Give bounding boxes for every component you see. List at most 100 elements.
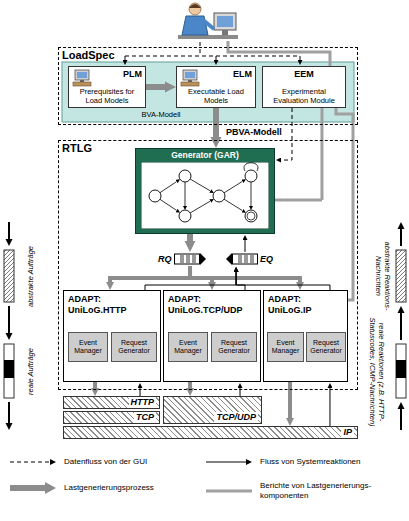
down-arrow: [8, 402, 10, 423]
icon-keyboard: [181, 82, 199, 86]
component-box: Event Manager: [267, 332, 304, 362]
reaction-arrow: [145, 272, 236, 290]
user-head: [189, 3, 201, 15]
transition-arrow: [224, 181, 242, 193]
load-flow-arrow: [288, 382, 292, 418]
user-illustration: [178, 3, 238, 39]
icon-monitor: [75, 70, 89, 80]
side-annotation: abstrakte Reaktions-Nachrichten: [374, 233, 392, 319]
monitor-stand: [222, 30, 228, 35]
box-text: LoadSpec: [62, 49, 115, 62]
box-text: Experimental Evaluation Module: [266, 87, 342, 105]
load-flow-arrow: [190, 266, 300, 282]
transition-arrow: [190, 201, 210, 213]
legend-arrowhead: [246, 459, 252, 465]
box-title: PLM: [72, 69, 142, 80]
queue-body: [174, 254, 199, 264]
box-title: EEM: [266, 69, 342, 80]
tool-box: EEM Experimental Evaluation Module: [262, 66, 346, 108]
load-flow-arrow: [93, 382, 97, 388]
real-message-symbol: [4, 344, 14, 398]
legend-text: Datenfluss von der GUI: [64, 457, 194, 467]
transition-arrow: [160, 182, 177, 193]
component-box: Request Generator: [306, 332, 346, 362]
legend-sample: [204, 484, 254, 498]
transition-arrow: [160, 199, 177, 210]
legend-sample: [8, 455, 58, 469]
monitor: [214, 13, 236, 30]
box-text: EQ: [260, 253, 273, 265]
reaction-arrow: [329, 388, 330, 426]
legend-line: [206, 462, 247, 463]
protocol-bar: HTTP: [63, 396, 160, 409]
queue: EQ: [226, 252, 274, 266]
box-title: ELM: [180, 69, 252, 80]
desk: [178, 35, 238, 39]
load-flow-arrow: [110, 266, 190, 282]
gui-dataflow-arrow: [125, 56, 126, 60]
state-machine-illustration: [141, 162, 269, 229]
queue-direction: [200, 253, 206, 265]
gui-dataflow-line: [125, 42, 300, 56]
user-arm: [203, 20, 214, 29]
box-title: ADAPT:: [168, 294, 256, 305]
abstract-message-symbol: [4, 250, 14, 302]
state-circle: [179, 170, 191, 182]
queue-slot: [250, 255, 254, 263]
legend-sample: [204, 455, 254, 469]
state-circle: [149, 190, 161, 202]
up-arrow: [400, 313, 402, 340]
side-annotation: abstrakte Aufträge: [26, 245, 35, 307]
queue: RQ: [158, 252, 206, 266]
group-box: LoadSpecPLMPrerequisites for Load Models…: [58, 47, 358, 125]
box-text: RTLG: [62, 142, 92, 155]
up-arrow: [400, 229, 402, 246]
box-text: UniLoG.HTTP: [68, 305, 156, 316]
legend-entry: Lastgenerierungsprozess: [8, 481, 194, 495]
state-circle: [245, 170, 257, 182]
queue-slot: [180, 255, 184, 263]
legend-arrowhead: [50, 459, 56, 465]
tool-panel: [62, 62, 354, 122]
down-arrow: [8, 222, 10, 239]
legend-text: Lastgenerierungsprozess: [64, 483, 194, 493]
reaction-arrow: [236, 272, 330, 290]
transition-arrow: [190, 179, 210, 191]
box-text: UniLoG.IP: [268, 305, 343, 316]
box-text: HTTP: [129, 397, 157, 408]
box-text: IP: [341, 427, 354, 438]
report-line: [228, 41, 330, 66]
load-flow-arrow: [146, 84, 165, 90]
box-text: Event Manager: [71, 339, 105, 356]
box-text: Request Generator: [214, 339, 254, 356]
final-state-ring: [247, 212, 255, 220]
real-message-band: [4, 360, 14, 378]
box-text: Event Manager: [171, 339, 205, 356]
load-flow-arrow: [213, 108, 219, 137]
queue-symbol: [226, 252, 258, 266]
abstract-message-symbol: [396, 250, 406, 302]
computer-icon: [72, 69, 92, 87]
tool-box: PLMPrerequisites for Load Models: [68, 66, 146, 108]
component-box: Event Manager: [68, 332, 108, 362]
report-line: [336, 108, 353, 300]
legend-text: Fluss von Systemreaktionen: [260, 457, 405, 467]
legend-sample: [8, 481, 58, 495]
protocol-bar: IP: [63, 426, 358, 439]
queue-direction: [226, 253, 232, 265]
side-annotation: reale Aufträge: [26, 340, 35, 402]
adapter-box: ADAPT:UniLoG.IPEvent ManagerRequest Gene…: [263, 290, 348, 382]
box-text: Executable Load Models: [180, 87, 252, 105]
transition-arrow: [185, 182, 186, 206]
group-box: RTLGGenerator (GAR)RQEQADAPT:UniLoG.HTTP…: [58, 140, 358, 390]
queue-slot: [192, 255, 196, 263]
icon-screen: [77, 72, 87, 78]
transition-arrow: [224, 199, 242, 211]
side-annotation: reale Reaktionen (z.B. HTTP-Statuscodes,…: [368, 317, 386, 427]
icon-stand: [80, 80, 84, 82]
queue-slot: [244, 255, 248, 263]
screen: [217, 16, 233, 27]
illustration-ground: [141, 162, 269, 229]
queue-slot: [238, 255, 242, 263]
